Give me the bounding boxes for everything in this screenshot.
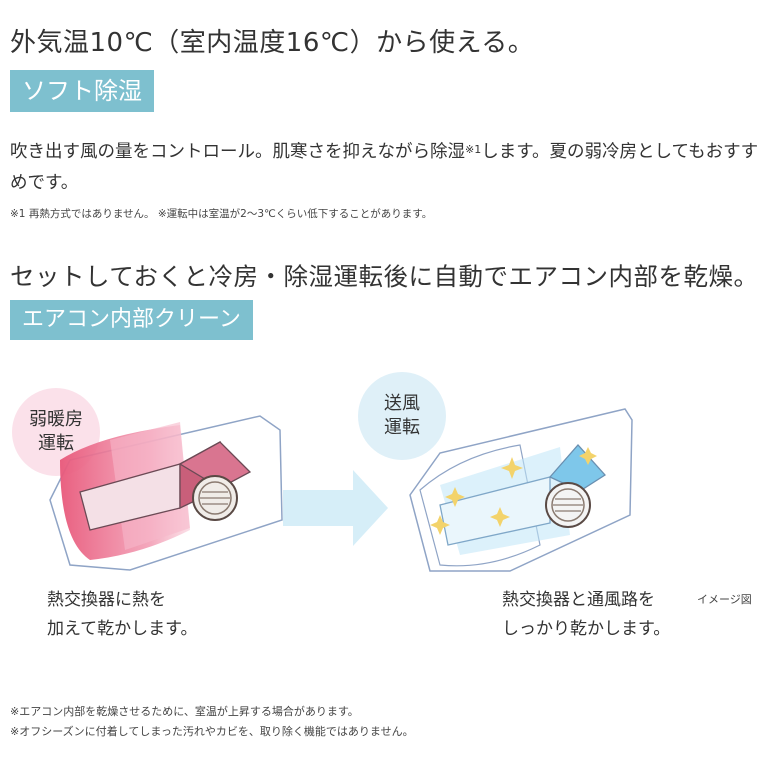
heating-caption: 熱交換器に熱を 加えて乾かします。	[47, 586, 197, 644]
footnote-1: ※エアコン内部を乾燥させるために、室温が上昇する場合があります。	[10, 705, 359, 718]
interior-clean-headline: セットしておくと冷房・除湿運転後に自動でエアコン内部を乾燥。	[10, 262, 759, 291]
soft-dehumidify-note: ※1 再熱方式ではありません。 ※運転中は室温が2～3℃くらい低下することがあり…	[10, 208, 433, 220]
fan-mode-badge: 送風運転	[358, 372, 446, 460]
fan-caption-line-1: 熱交換器と通風路を	[502, 590, 655, 610]
heating-aircon-illustration	[49, 415, 283, 571]
fan-icon	[545, 482, 591, 528]
image-note: イメージ図	[697, 593, 752, 606]
fan-aircon-illustration	[409, 408, 633, 572]
sparkle-icon	[430, 447, 597, 535]
fan-icon	[192, 475, 238, 521]
interior-clean-tag: エアコン内部クリーン	[10, 300, 253, 340]
description-text-1: 吹き出す風の量をコントロール。肌寒さを抑えながら除湿	[10, 142, 465, 162]
left-badge-line-1: 弱暖房	[29, 409, 83, 430]
footnote-2: ※オフシーズンに付着してしまった汚れやカビを、取り除く機能ではありません。	[10, 725, 414, 738]
fan-caption: 熱交換器と通風路を しっかり乾かします。	[502, 586, 670, 644]
description-text-2: します。夏の弱冷房としてもおすすめです。	[10, 142, 759, 193]
heating-caption-line-1: 熱交換器に熱を	[47, 590, 166, 610]
footnote-marker: ※1	[465, 143, 482, 156]
fan-caption-line-2: しっかり乾かします。	[502, 619, 671, 639]
process-arrow-icon	[283, 470, 388, 546]
right-badge-line-1: 送風	[384, 393, 420, 414]
right-badge-line-2: 運転	[384, 417, 420, 438]
soft-dehumidify-description: 吹き出す風の量をコントロール。肌寒さを抑えながら除湿※1します。夏の弱冷房として…	[10, 134, 760, 199]
left-badge-line-2: 運転	[38, 433, 74, 454]
soft-dehumidify-tag: ソフト除湿	[10, 70, 154, 112]
heating-caption-line-2: 加えて乾かします。	[47, 619, 198, 639]
soft-dehumidify-headline: 外気温10℃（室内温度16℃）から使える。	[10, 28, 535, 58]
